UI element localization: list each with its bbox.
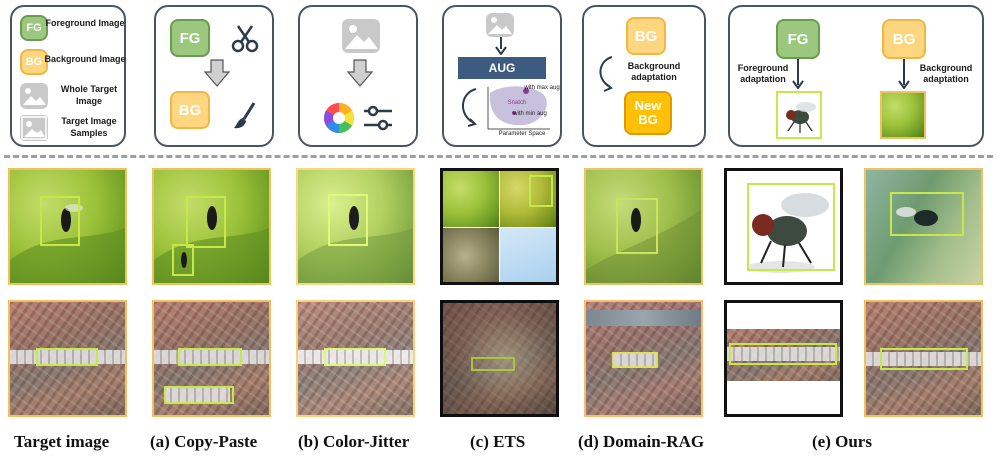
river-strip bbox=[586, 310, 701, 326]
background-adaptation-label: Background adaptation bbox=[627, 61, 681, 82]
plot-axis-label: Parameter Space bbox=[498, 131, 546, 137]
detection-box bbox=[729, 343, 837, 365]
target-image-insect bbox=[8, 168, 127, 285]
detection-box bbox=[471, 357, 515, 371]
sliders-icon bbox=[364, 105, 392, 131]
samples-icon bbox=[20, 115, 48, 141]
adapted-fly-thumbnail bbox=[776, 91, 822, 139]
legend-label-foreground: Foreground Image bbox=[45, 18, 125, 28]
ets-aerial bbox=[440, 300, 559, 417]
brush-icon bbox=[234, 102, 256, 129]
plot-label-snatch: Snatch bbox=[507, 100, 527, 106]
detection-box bbox=[186, 196, 226, 248]
caption-target-image: Target image bbox=[14, 432, 110, 451]
copy-paste-aerial bbox=[152, 300, 271, 417]
color-jitter-aerial bbox=[296, 300, 415, 417]
domain-rag-bg-tile: BG bbox=[626, 17, 666, 55]
legend-label-samples: Target Image Samples bbox=[61, 116, 117, 138]
ours-panel: FG BG Foreground adaptation Background a… bbox=[728, 5, 984, 147]
detection-box bbox=[880, 348, 968, 370]
image-icon bbox=[342, 19, 380, 53]
section-divider bbox=[4, 155, 993, 158]
background-adaptation-label: Background adaptation bbox=[919, 63, 973, 84]
legend-label-background: Background Image bbox=[44, 54, 126, 64]
caption-color-jitter: (b) Color-Jitter bbox=[298, 432, 410, 451]
mosaic-tile bbox=[500, 171, 556, 227]
railway-strip bbox=[727, 347, 840, 361]
color-jitter-insect bbox=[296, 168, 415, 285]
detection-box bbox=[36, 348, 98, 366]
detection-box bbox=[40, 196, 80, 246]
new-bg-tile: New BG bbox=[624, 91, 672, 135]
arrow-down-icon bbox=[792, 59, 804, 89]
detection-box bbox=[612, 352, 658, 368]
mosaic-tile bbox=[443, 171, 499, 227]
mosaic-tile bbox=[443, 228, 499, 282]
detection-box bbox=[328, 194, 368, 246]
whole-image-icon bbox=[20, 83, 48, 109]
detection-box-pasted bbox=[172, 244, 194, 276]
arrow-down-icon bbox=[898, 59, 910, 89]
down-arrow-icon bbox=[347, 59, 373, 87]
ours-fly-foreground bbox=[724, 168, 843, 285]
detection-box bbox=[324, 348, 386, 366]
ours-fg-tile: FG bbox=[776, 19, 820, 59]
railway-strip-pasted bbox=[164, 388, 230, 402]
curved-arrow-icon bbox=[599, 56, 613, 92]
railway-strip bbox=[614, 354, 658, 368]
copy-paste-insect bbox=[152, 168, 271, 285]
copy-paste-bg-tile: BG bbox=[170, 91, 210, 129]
ours-insect-composite bbox=[864, 168, 983, 285]
detection-box bbox=[747, 183, 835, 271]
ours-aerial-composite bbox=[864, 300, 983, 417]
caption-ets: (c) ETS bbox=[470, 432, 526, 451]
copy-paste-panel: FG BG bbox=[154, 5, 274, 147]
scissors-icon bbox=[231, 25, 259, 53]
adapted-background-thumbnail bbox=[880, 91, 926, 139]
ours-bg-tile: BG bbox=[882, 19, 926, 59]
domain-rag-aerial bbox=[584, 300, 703, 417]
fg-legend-tile: FG bbox=[20, 15, 48, 41]
parameter-space-plot bbox=[487, 86, 550, 130]
ours-railway-foreground bbox=[724, 300, 843, 417]
curved-arrow-icon bbox=[462, 88, 477, 127]
target-image-aerial bbox=[8, 300, 127, 417]
copy-paste-fg-tile: FG bbox=[170, 19, 210, 57]
down-arrow-icon bbox=[204, 59, 230, 87]
detection-box bbox=[616, 198, 658, 254]
railway-strip bbox=[866, 352, 981, 366]
aug-bar: AUG bbox=[458, 57, 546, 79]
bg-legend-tile: BG bbox=[20, 49, 48, 75]
color-wheel-icon bbox=[323, 103, 355, 133]
detection-box bbox=[178, 348, 242, 366]
detection-box bbox=[529, 175, 553, 207]
domain-rag-panel: BG Background adaptation New BG bbox=[582, 5, 706, 147]
legend-label-whole-target: Whole Target Image bbox=[60, 84, 118, 106]
caption-copy-paste: (a) Copy-Paste bbox=[150, 432, 258, 451]
legend-panel: FG Foreground Image BG Background Image … bbox=[10, 5, 126, 147]
image-icon bbox=[486, 13, 514, 37]
new-bg-line1: New bbox=[634, 98, 662, 113]
plot-label-min: with min aug bbox=[513, 111, 547, 117]
caption-domain-rag: (d) Domain-RAG bbox=[578, 432, 705, 451]
foreground-adaptation-label: Foreground adaptation bbox=[737, 63, 789, 84]
color-jitter-panel bbox=[298, 5, 418, 147]
domain-rag-insect bbox=[584, 168, 703, 285]
ets-panel: AUG with max aug Snatch with min aug Par… bbox=[442, 5, 562, 147]
plot-label-max: with max aug bbox=[524, 85, 560, 91]
new-bg-line2: BG bbox=[638, 112, 658, 127]
caption-ours: (e) Ours bbox=[812, 432, 872, 451]
mosaic-tile bbox=[500, 228, 556, 282]
arrow-down-icon bbox=[495, 37, 507, 55]
ets-mosaic-insect bbox=[440, 168, 559, 285]
detection-box-pasted bbox=[164, 386, 234, 404]
detection-box bbox=[890, 192, 964, 236]
